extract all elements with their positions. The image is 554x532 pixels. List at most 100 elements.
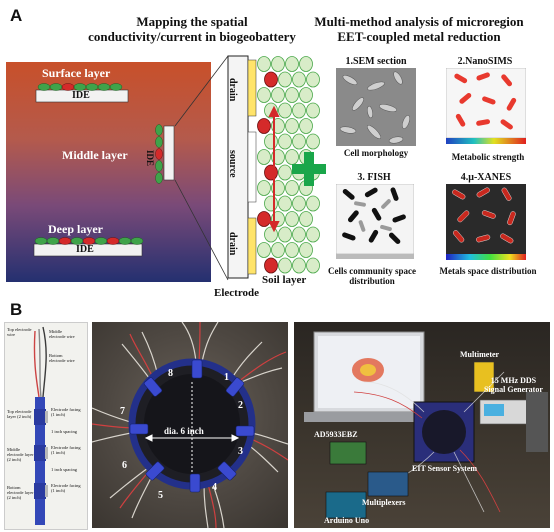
zoom-cell [257, 242, 271, 258]
zoom-cells [257, 56, 320, 274]
panel-a-left-title: Mapping the spatial conductivity/current… [62, 14, 322, 44]
rod-number-2: 2 [238, 400, 243, 411]
method-3-title: 3. FISH [357, 172, 391, 183]
zoom-cell [306, 102, 320, 119]
zoom-cell [299, 56, 313, 72]
multiplexer-board [367, 471, 409, 497]
top-layer-label: Top electrode layer (2 inch) [7, 409, 32, 419]
zoom-cell [306, 226, 320, 243]
zoom-cell [264, 133, 278, 150]
middle-layer-label: Middle layer [62, 148, 128, 162]
xanes-image [446, 184, 526, 260]
zoom-cell [257, 211, 271, 227]
rod-number-6: 6 [122, 460, 127, 471]
eit-sensor-label: EIT Sensor System [412, 464, 478, 473]
zoom-cell [278, 195, 292, 212]
zoom-cell [299, 87, 313, 103]
left-title-line2: conductivity/current in biogeobattery [88, 29, 296, 44]
zoom-cell [278, 257, 292, 274]
zoom-lines [174, 55, 229, 281]
lab-setup-svg [304, 331, 548, 519]
zoom-cell [264, 257, 278, 274]
zoom-cell [285, 87, 299, 103]
zoom-cell [292, 195, 306, 212]
zoom-cell [285, 118, 299, 134]
middle-ide-electrode [163, 125, 175, 181]
zoom-cell [306, 133, 320, 150]
method-4-caption-text: Metals space distribution [439, 266, 537, 276]
zoom-cell [264, 71, 278, 88]
surface-cells [37, 83, 123, 91]
nanosims-image [446, 68, 526, 144]
zoom-cell [278, 71, 292, 88]
current-arrows [268, 105, 280, 233]
zoom-cell [278, 164, 292, 181]
sem-image [336, 68, 416, 146]
zoom-cell [299, 211, 313, 227]
right-title-line1: Multi-method analysis of microregion [314, 14, 524, 29]
left-title-line1: Mapping the spatial [136, 14, 248, 29]
panel-b-label: B [10, 300, 23, 319]
bottom-wire-label: Bottom electrode wire [49, 353, 75, 363]
electrode-rod-photo: Top electrode wire Middle electrode wire… [4, 322, 88, 530]
diameter-label: dia. 6 inch [164, 426, 204, 436]
zoom-cell [285, 56, 299, 72]
soil-layers-svg [33, 83, 175, 257]
spacing-1-label: 1 inch spacing [51, 429, 77, 434]
deep-ide-label: IDE [76, 244, 94, 255]
zoom-cell [257, 180, 271, 196]
zoom-cell [306, 71, 320, 88]
facing-1-label: Electrode facing (1 inch) [51, 407, 81, 417]
zoom-cell [285, 180, 299, 196]
arduino-label: Arduino Uno [324, 516, 370, 525]
electrode-rods [129, 359, 255, 493]
zoom-cell [271, 56, 285, 72]
zoom-cell [257, 56, 271, 72]
zoom-cell [257, 118, 271, 134]
rod-number-8: 8 [168, 368, 173, 379]
deep-layer-label: Deep layer [48, 222, 103, 236]
zoom-cell [292, 133, 306, 150]
lab-setup-photo: Multimeter 15 MHz DDS Signal Generator A… [294, 322, 550, 528]
bottom-layer-label: Bottom electrode layer (2 inch) [7, 485, 34, 500]
zoom-cell [264, 195, 278, 212]
zoom-cell [292, 226, 306, 243]
arduino-board [325, 491, 367, 519]
zoom-cell [292, 102, 306, 119]
electrode-label: Electrode [214, 287, 260, 299]
drain-bottom-label: drain [227, 232, 238, 256]
rod-number-1: 1 [224, 372, 229, 383]
rod-number-7: 7 [120, 406, 125, 417]
generator-line-2: Signal Generator [484, 385, 543, 394]
facing-3-label: Electrode facing (1 inch) [51, 483, 81, 493]
zoom-cell [264, 164, 278, 181]
plus-icon [292, 152, 326, 186]
container-top-view-photo: dia. 6 inch 8 1 2 3 4 5 6 7 [92, 322, 288, 528]
zoom-cell [292, 257, 306, 274]
middle-layer-label-b: Middle electrode layer (2 inch) [7, 447, 34, 462]
ad5933-label: AD5933EBZ [314, 430, 358, 439]
right-title-line2: EET-coupled metal reduction [337, 29, 501, 44]
signal-generator-label: 15 MHz DDS Signal Generator [484, 376, 543, 394]
zoom-cell [271, 87, 285, 103]
surface-layer-label: Surface layer [42, 66, 111, 80]
source-strip [247, 131, 257, 203]
drain-bottom-strip [247, 217, 257, 275]
multiplexers-label: Multiplexers [362, 498, 406, 507]
zoom-cell [299, 118, 313, 134]
electrode-zoom-diagram [227, 55, 320, 279]
zoom-cell [292, 71, 306, 88]
method-3-caption: Cells community space distribution [328, 266, 416, 286]
generator-line-1: 15 MHz DDS [490, 376, 537, 385]
method-1-title: 1.SEM section [345, 56, 407, 67]
zoom-cell [271, 242, 285, 258]
drain-top-strip [247, 59, 257, 117]
rod-number-3: 3 [238, 446, 243, 457]
deep-cells [34, 237, 144, 245]
middle-cells [155, 124, 163, 184]
multimeter-label: Multimeter [460, 350, 500, 359]
zoom-cell [306, 257, 320, 274]
method-4-caption: Metals space distribution [438, 266, 538, 276]
surface-ide-label: IDE [72, 90, 90, 101]
panel-a-label: A [10, 6, 23, 25]
